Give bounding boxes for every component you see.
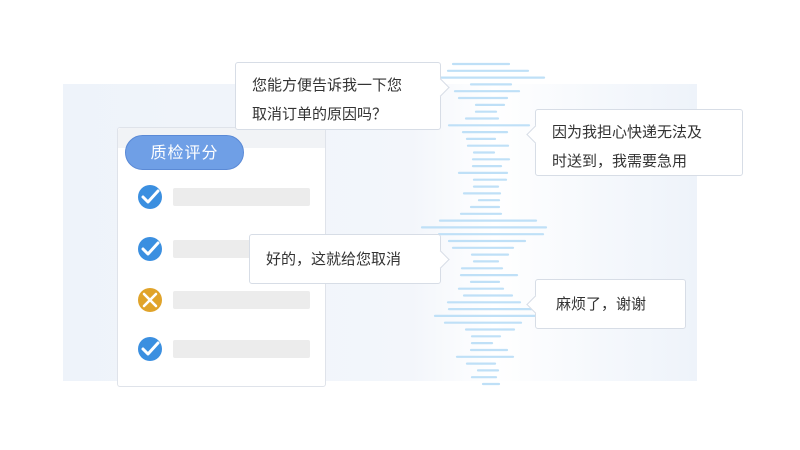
chat-text: 好的，这就给您取消 xyxy=(266,250,402,268)
chat-bubble-agent: 好的，这就给您取消 xyxy=(249,234,450,284)
chat-bubble-customer: 因为我担心快递无法及 时送到，我需要急用 xyxy=(526,109,743,176)
chat-text: 您能方便告诉我一下您 xyxy=(252,76,403,94)
quality-score-badge[interactable]: 质检评分 xyxy=(125,135,244,170)
chat-bubble-agent: 您能方便告诉我一下您 取消订单的原因吗？ xyxy=(235,62,450,130)
check-icon xyxy=(138,237,162,261)
score-row-bar xyxy=(173,291,310,309)
score-row-bar xyxy=(173,340,310,358)
score-row-bar xyxy=(173,188,310,206)
chat-bubble-customer: 麻烦了，谢谢 xyxy=(526,279,686,329)
check-icon xyxy=(138,185,162,209)
chat-text: 因为我担心快递无法及 xyxy=(552,123,703,141)
chat-text: 时送到，我需要急用 xyxy=(552,152,688,170)
check-icon xyxy=(138,337,162,361)
chat-text: 麻烦了，谢谢 xyxy=(556,295,647,313)
chat-text: 取消订单的原因吗？ xyxy=(252,105,388,123)
cross-icon xyxy=(138,288,162,312)
